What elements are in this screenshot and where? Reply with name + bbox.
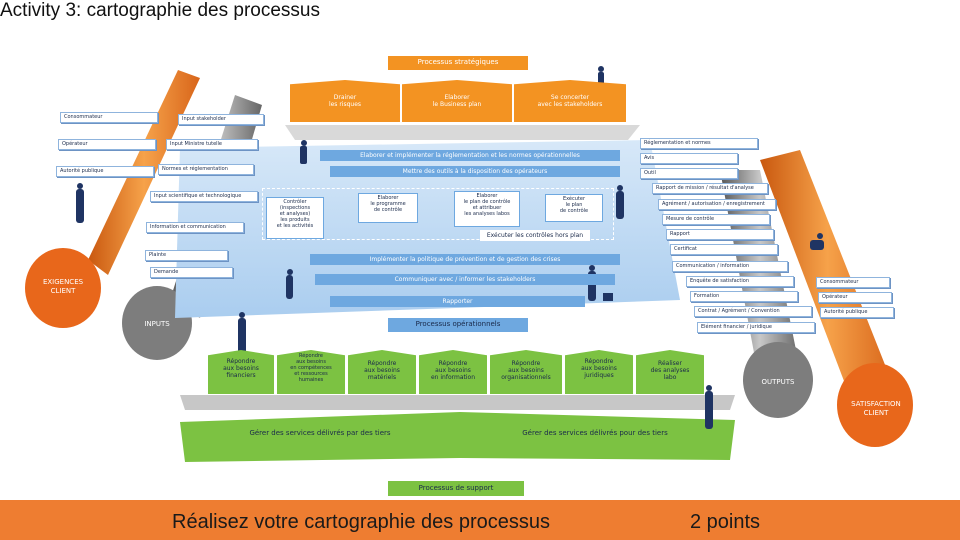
support-header: Processus de support bbox=[418, 484, 494, 492]
output-far-consommateur: Consommateur bbox=[816, 277, 890, 288]
strategic-item-label: Elaborer le Business plan bbox=[432, 94, 482, 108]
output-far-operateur: Opérateur bbox=[818, 292, 892, 303]
control-step-execute: Exécuter le plan de contrôle bbox=[545, 194, 603, 222]
input-demande: Demande bbox=[150, 267, 233, 278]
op-bar-prevention: Implémenter la politique de prévention e… bbox=[310, 254, 620, 265]
output-reglementation: Réglementation et normes bbox=[640, 138, 758, 149]
support-item-label: Répondre aux besoins organisationnels bbox=[501, 360, 551, 381]
op-bar-reglementation: Elaborer et implémenter la réglementatio… bbox=[320, 150, 620, 161]
op-bar-communiquer: Communiquer avec / informer les stakehol… bbox=[315, 274, 615, 285]
input-stakeholder: Input stakeholder bbox=[178, 114, 264, 125]
control-block bbox=[262, 188, 614, 240]
control-step-plan: Elaborer le plan de contrôle et attribue… bbox=[454, 191, 520, 227]
output-rapport: Rapport bbox=[666, 229, 774, 240]
support-item-label: Répondre aux besoins juridiques bbox=[581, 358, 617, 379]
input-consommateur: Consommateur bbox=[60, 112, 158, 123]
operational-header: Processus opérationnels bbox=[415, 320, 501, 328]
output-certificat: Certificat bbox=[670, 244, 778, 255]
input-ministre: Input Ministre tutelle bbox=[166, 139, 258, 150]
output-far-autorite: Autorité publique bbox=[820, 307, 894, 318]
process-map-graphic bbox=[25, 66, 913, 462]
third-left-label: Gérer des services délivrés par des tier… bbox=[249, 429, 391, 437]
output-mesure: Mesure de contrôle bbox=[662, 214, 770, 225]
strategic-header-box: Processus stratégiques bbox=[388, 56, 528, 70]
strategic-base bbox=[285, 125, 640, 140]
output-outil: Outil bbox=[640, 168, 738, 179]
strategic-header: Processus stratégiques bbox=[417, 58, 499, 66]
third-right-label: Gérer des services délivrés pour des tie… bbox=[522, 429, 668, 437]
control-main: Contrôler (inspections et analyses) les … bbox=[266, 197, 324, 239]
op-bar-outils: Mettre des outils à la disposition des o… bbox=[330, 166, 620, 177]
op-hors-plan: Exécuter les contrôles hors plan bbox=[480, 230, 590, 241]
support-item-label: Répondre aux besoins matériels bbox=[364, 360, 400, 381]
support-item-analyses: Réaliser des analyses labo bbox=[636, 350, 704, 394]
support-item-juridiques: Répondre aux besoins juridiques bbox=[565, 350, 633, 394]
input-plainte: Plainte bbox=[145, 250, 228, 261]
tag-exigences: EXIGENCES CLIENT bbox=[42, 278, 84, 295]
tag-outputs: OUTPUTS bbox=[761, 378, 795, 386]
support-item-rh: Répondre aux besoins en compétences et r… bbox=[277, 350, 345, 394]
third-right-platform bbox=[460, 412, 735, 460]
input-operateur: Opérateur bbox=[58, 139, 156, 150]
control-step-programme: Elaborer le programme de contrôle bbox=[358, 193, 418, 223]
input-normes: Normes et réglementation bbox=[158, 164, 254, 175]
support-base bbox=[180, 395, 735, 410]
input-autorite: Autorité publique bbox=[56, 166, 154, 177]
slide-title: Activity 3: cartographie des processus bbox=[0, 0, 320, 21]
output-contrat: Contrat / Agrément / Convention bbox=[694, 306, 812, 317]
support-item-label: Répondre aux besoins en information bbox=[430, 360, 476, 381]
strategic-item-risks: Drainer les risques bbox=[290, 80, 400, 122]
strategic-item-label: Drainer les risques bbox=[328, 94, 362, 108]
op-bar-rapporter: Rapporter bbox=[330, 296, 585, 307]
support-item-label: Réaliser des analyses labo bbox=[650, 360, 690, 381]
support-item-label: Répondre aux besoins en compétences et r… bbox=[290, 353, 332, 383]
output-enquete: Enquête de satisfaction bbox=[686, 276, 794, 287]
footer-instruction: Réalisez votre cartographie des processu… bbox=[172, 511, 550, 533]
tag-inputs: INPUTS bbox=[144, 320, 170, 328]
person-figures bbox=[76, 66, 824, 429]
output-agrement: Agrément / autorisation / enregistrement bbox=[658, 199, 776, 210]
operational-header-box: Processus opérationnels bbox=[388, 318, 528, 332]
support-header-box: Processus de support bbox=[388, 481, 524, 496]
support-item-information: Répondre aux besoins en information bbox=[419, 350, 487, 394]
output-rapport-mission: Rapport de mission / résultat d'analyse bbox=[652, 183, 768, 194]
output-communication: Communication / information bbox=[672, 261, 788, 272]
strategic-item-business-plan: Elaborer le Business plan bbox=[402, 80, 512, 122]
footer-points: 2 points bbox=[690, 511, 761, 533]
third-left-platform bbox=[180, 412, 460, 462]
support-item-materiels: Répondre aux besoins matériels bbox=[348, 350, 416, 394]
input-scientifique: Input scientifique et technologique bbox=[150, 191, 258, 202]
support-item-financiers: Répondre aux besoins financiers bbox=[208, 350, 274, 394]
strategic-item-stakeholders: Se concerter avec les stakeholders bbox=[514, 80, 626, 122]
operational-platform bbox=[175, 140, 680, 318]
support-item-label: Répondre aux besoins financiers bbox=[223, 358, 259, 379]
footer-bar bbox=[0, 500, 960, 540]
output-element-financier: Elément financier / juridique bbox=[697, 322, 815, 333]
output-avis: Avis bbox=[640, 153, 738, 164]
output-formation: Formation bbox=[690, 291, 798, 302]
input-information: Information et communication bbox=[146, 222, 244, 233]
strategic-item-label: Se concerter avec les stakeholders bbox=[537, 94, 603, 108]
tag-satisfaction: SATISFACTION CLIENT bbox=[851, 400, 901, 417]
support-item-organisationnels: Répondre aux besoins organisationnels bbox=[490, 350, 562, 394]
